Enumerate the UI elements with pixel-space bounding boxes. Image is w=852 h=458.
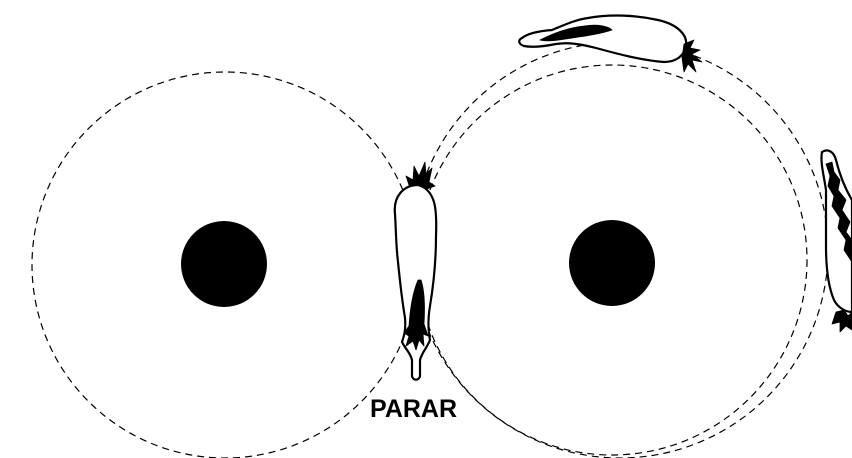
right-horse-body [821, 150, 852, 312]
right-marker [569, 220, 655, 306]
right-horse-icon [821, 150, 852, 332]
right-horse-tail [832, 310, 852, 332]
center-horse-body [395, 185, 437, 380]
stop-label: PARAR [370, 397, 457, 422]
left-marker [181, 221, 267, 307]
top-horse-tail [682, 40, 702, 72]
center-horse-icon [395, 162, 437, 380]
top-horse-icon [519, 16, 702, 72]
